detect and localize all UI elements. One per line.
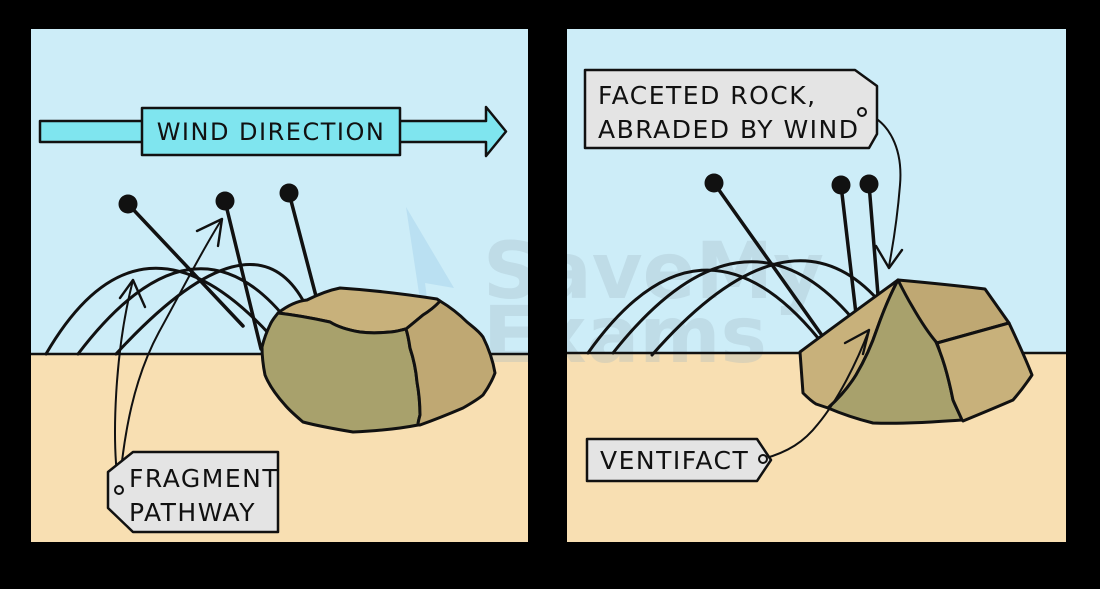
fragment-pin-line xyxy=(223,199,263,351)
fragment-pin-line xyxy=(287,191,319,302)
left-sky xyxy=(31,29,528,354)
fragment-pin-line xyxy=(712,181,823,336)
leader-line xyxy=(118,218,223,491)
left-fragment-pins xyxy=(126,191,319,351)
trajectory-arc xyxy=(44,266,273,356)
trajectory-arc xyxy=(611,260,854,355)
arrowhead-up-right-icon xyxy=(195,217,224,248)
leader-line xyxy=(762,329,870,460)
trajectory-arc xyxy=(650,259,880,357)
frame-left xyxy=(0,0,31,589)
ventifact-lower-right-facet xyxy=(935,321,1034,423)
fragment-tag-line2: PATHWAY xyxy=(129,498,256,527)
left-rock xyxy=(260,286,497,434)
tag-eyelet-icon xyxy=(114,485,124,495)
fragment-dot xyxy=(859,174,879,194)
fragment-tag-line1: FRAGMENT xyxy=(129,464,279,493)
rock-right-face xyxy=(404,299,497,427)
right-fragment-dots xyxy=(704,173,879,195)
fragment-dot xyxy=(215,191,235,211)
frame-gap xyxy=(528,0,567,589)
faceted-tag-line1: FACETED ROCK, xyxy=(598,81,817,110)
leader-line xyxy=(861,111,902,267)
fragment-dot xyxy=(118,194,138,214)
arrowhead-down-icon xyxy=(874,244,904,270)
faceted-rock-leader xyxy=(861,111,904,270)
tag-eyelet-icon xyxy=(758,454,768,464)
fragment-dot xyxy=(704,173,724,193)
left-fragment-dots xyxy=(118,183,299,214)
arrowhead-up-right-icon xyxy=(843,328,871,356)
ventifact-tag xyxy=(585,437,773,483)
faceted-rock-tag xyxy=(583,68,879,150)
right-panel-content: FACETED ROCK, ABRADED BY WIND VENTIFACT xyxy=(583,68,1034,483)
fragment-dot xyxy=(279,183,299,203)
wind-label-box xyxy=(140,106,402,157)
fragment-pathway-tag xyxy=(106,450,280,534)
tag-eyelet-icon xyxy=(857,107,867,117)
ventifact-leader xyxy=(762,328,871,460)
arrowhead-up-icon xyxy=(118,278,147,309)
trajectory-arc xyxy=(586,268,820,355)
frame-right xyxy=(1066,0,1100,589)
right-fragment-pins xyxy=(712,181,880,336)
left-panel-background xyxy=(31,29,528,542)
fragment-pin-line xyxy=(126,202,245,328)
wind-label-text: WIND DIRECTION xyxy=(157,118,386,146)
fragment-dot xyxy=(831,175,851,195)
fragment-pin-line xyxy=(839,183,858,316)
ventifact-upper-right-facet xyxy=(896,278,1011,345)
left-panel-content: WIND DIRECTION FRAGMENT PATHWAY xyxy=(38,105,508,534)
faceted-tag-line2: ABRADED BY WIND xyxy=(598,115,860,144)
ventifact-rock xyxy=(798,278,1034,425)
watermark-line2: Exams xyxy=(483,291,767,381)
ventifact-tag-text: VENTIFACT xyxy=(600,446,749,475)
right-trajectory-arcs xyxy=(586,259,880,357)
fragment-pin-line xyxy=(867,182,880,297)
trajectory-arc xyxy=(114,263,307,356)
